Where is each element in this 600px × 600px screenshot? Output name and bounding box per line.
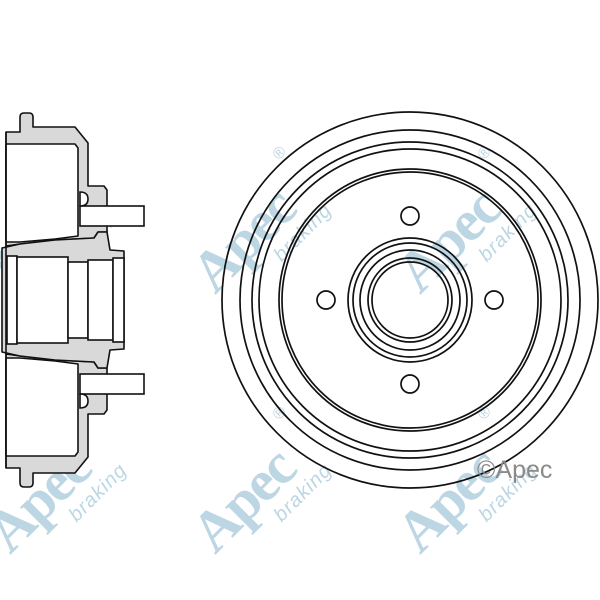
bolt-hole-bottom bbox=[400, 374, 420, 394]
hub-ring-1 bbox=[347, 237, 473, 363]
stud-shoulder-top bbox=[79, 191, 89, 207]
drum-ring-5 bbox=[278, 168, 542, 432]
hub-ring-4 bbox=[367, 257, 453, 343]
hub-ring-2 bbox=[352, 242, 468, 358]
stud-shoulder-bottom bbox=[79, 393, 89, 409]
drum-wall-top-inner bbox=[5, 143, 79, 243]
wheel-stud-bottom bbox=[79, 373, 145, 395]
drum-ring-6 bbox=[281, 171, 539, 429]
drum-ring-4 bbox=[258, 148, 562, 452]
wheel-stud-top bbox=[79, 205, 145, 227]
drum-ring-3 bbox=[251, 141, 569, 459]
hub-ring-3 bbox=[359, 249, 461, 351]
hub-bore-bearing bbox=[87, 259, 114, 341]
drum-ring-outer bbox=[221, 111, 599, 489]
bolt-hole-top bbox=[400, 206, 420, 226]
drum-wall-bottom-inner bbox=[5, 357, 79, 457]
hub-ring-5 bbox=[371, 261, 449, 339]
copyright-label: ©Apec bbox=[477, 456, 553, 484]
bolt-hole-right bbox=[484, 290, 504, 310]
bolt-hole-left bbox=[316, 290, 336, 310]
hub-bore-end bbox=[112, 257, 125, 343]
hub-bore-main bbox=[16, 256, 69, 344]
drum-ring-2 bbox=[239, 129, 581, 471]
